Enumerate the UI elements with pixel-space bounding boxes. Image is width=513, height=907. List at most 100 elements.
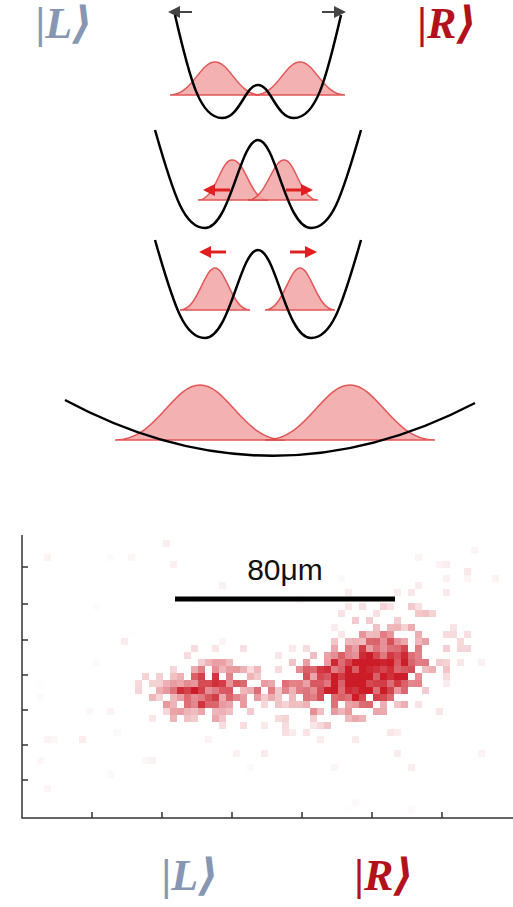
pixel — [289, 680, 296, 687]
pixel — [324, 722, 331, 729]
pixel — [240, 687, 247, 694]
pixel — [415, 638, 422, 645]
pixel — [478, 659, 485, 666]
pixel — [331, 701, 338, 708]
pixel — [275, 701, 282, 708]
pixel — [422, 638, 429, 645]
pixel — [478, 750, 485, 757]
pixel — [205, 687, 212, 694]
pixel — [380, 652, 387, 659]
pixel — [352, 617, 359, 624]
pixel — [261, 701, 268, 708]
pixel — [212, 708, 219, 715]
pixel — [233, 666, 240, 673]
pixel — [219, 638, 226, 645]
pixel — [219, 680, 226, 687]
pixel — [275, 694, 282, 701]
pixel — [170, 701, 177, 708]
pixel — [492, 575, 499, 582]
pixel — [324, 659, 331, 666]
pixel — [107, 708, 114, 715]
pixel — [401, 666, 408, 673]
pixel — [387, 673, 394, 680]
pixel — [219, 666, 226, 673]
pixel — [338, 631, 345, 638]
pixel — [324, 673, 331, 680]
pixel — [310, 694, 317, 701]
pixel — [177, 708, 184, 715]
pixel — [268, 680, 275, 687]
pixel — [345, 680, 352, 687]
pixel — [191, 645, 198, 652]
pixel — [401, 659, 408, 666]
pixel — [198, 673, 205, 680]
pixel — [149, 680, 156, 687]
pixel — [415, 645, 422, 652]
pixel — [226, 694, 233, 701]
pixel — [198, 659, 205, 666]
pixel — [422, 610, 429, 617]
pixel — [387, 687, 394, 694]
pixel — [345, 603, 352, 610]
pixel — [310, 687, 317, 694]
pixel — [282, 687, 289, 694]
pixel — [219, 708, 226, 715]
pixel — [387, 729, 394, 736]
pixel — [401, 624, 408, 631]
pixel — [380, 645, 387, 652]
pixel — [345, 645, 352, 652]
pixel — [170, 666, 177, 673]
pixel — [394, 680, 401, 687]
pixel — [380, 638, 387, 645]
pixel — [254, 666, 261, 673]
pixel — [345, 715, 352, 722]
pixel — [429, 610, 436, 617]
pixel — [247, 708, 254, 715]
pixel — [205, 694, 212, 701]
pixel — [44, 736, 51, 743]
pixel — [338, 610, 345, 617]
scale-label: 80μm — [245, 555, 325, 585]
pixel — [303, 673, 310, 680]
state-label: |R⟩ — [415, 2, 478, 46]
pixel — [170, 673, 177, 680]
pixel — [380, 708, 387, 715]
pixel — [457, 659, 464, 666]
pixel — [191, 715, 198, 722]
pixel — [345, 638, 352, 645]
pixel — [156, 680, 163, 687]
pixel — [331, 687, 338, 694]
pixel — [366, 680, 373, 687]
pixel — [135, 687, 142, 694]
pixel — [331, 694, 338, 701]
pixel — [352, 680, 359, 687]
pixel — [345, 589, 352, 596]
pixel — [142, 673, 149, 680]
pixel — [219, 687, 226, 694]
pixel — [443, 680, 450, 687]
pixel — [394, 624, 401, 631]
pixel — [394, 750, 401, 757]
pixel — [401, 673, 408, 680]
pixel — [226, 659, 233, 666]
pixel — [44, 785, 51, 792]
pixel — [317, 708, 324, 715]
pixel — [373, 666, 380, 673]
pixel — [247, 764, 254, 771]
well-panel — [155, 130, 361, 228]
pixel — [415, 603, 422, 610]
pixel — [380, 687, 387, 694]
pixel — [261, 694, 268, 701]
pixel — [282, 715, 289, 722]
pixel — [114, 729, 121, 736]
pixel — [212, 666, 219, 673]
pixel — [415, 582, 422, 589]
pixel — [387, 694, 394, 701]
pixel — [296, 666, 303, 673]
pixel — [366, 617, 373, 624]
pixel — [219, 582, 226, 589]
pixel — [443, 561, 450, 568]
pixel — [240, 645, 247, 652]
pixel — [156, 687, 163, 694]
pixel — [219, 694, 226, 701]
